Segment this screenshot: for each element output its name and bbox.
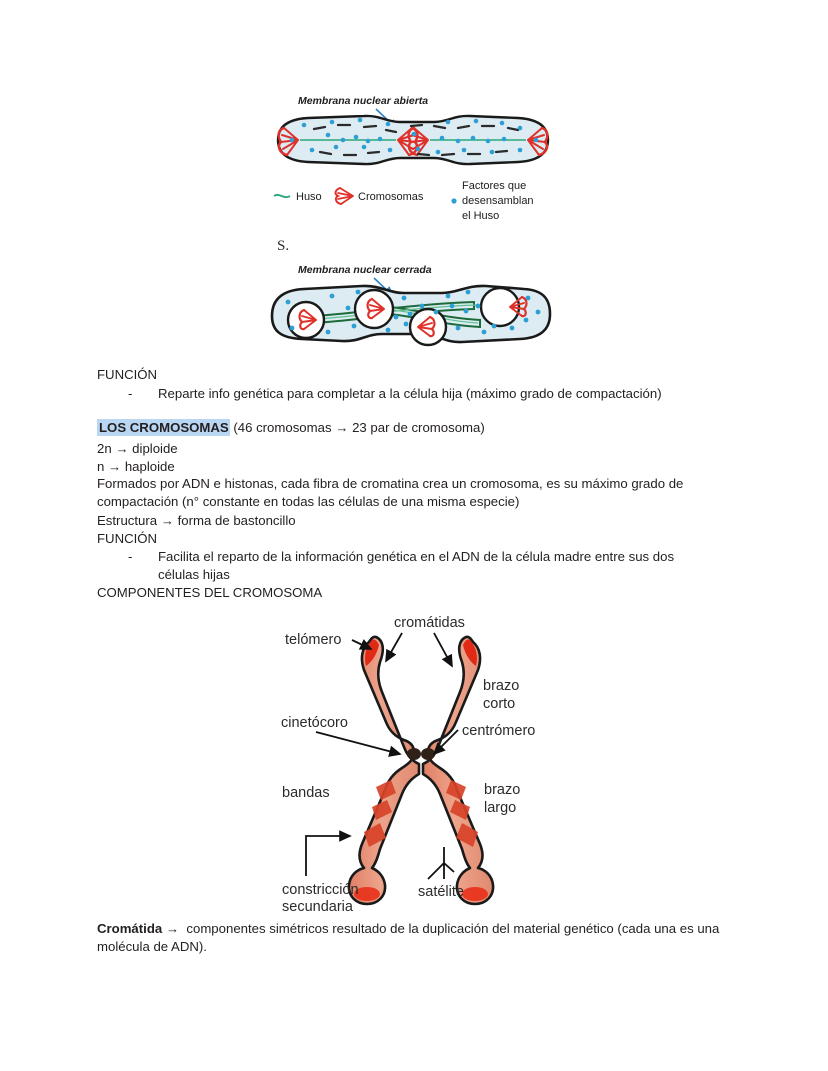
label-satelite: satélite	[418, 884, 464, 900]
nuclei	[286, 286, 521, 347]
bullet-text: Reparte info genética para completar a l…	[158, 386, 662, 401]
chromosome-body	[347, 635, 495, 906]
chromosome-icon	[334, 187, 354, 205]
legend-cromosomas-label: Cromosomas	[358, 191, 424, 203]
satellite-tips	[354, 887, 488, 901]
membrana-abierta-label: Membrana nuclear abierta	[298, 95, 428, 107]
label-brazo-corto-line2: corto	[483, 696, 515, 712]
estructura-line: Estructura → forma de bastoncillo	[97, 513, 296, 528]
bullet-text-line2: células hijas	[158, 567, 230, 583]
chromosome-clusters	[298, 295, 528, 338]
membrana-nuclear-abierta-diagram: Membrana nuclear abierta	[268, 92, 558, 237]
bullet-item-facilita: - Facilita el reparto de la información g…	[128, 548, 718, 584]
legend-factores-line3: el Huso	[462, 210, 499, 222]
label-constriccion-line2: secundaria	[282, 899, 354, 915]
cromatida-definition: Cromátida → componentes simétricos resul…	[97, 920, 739, 956]
legend-huso-label: Huso	[296, 191, 322, 203]
label-bandas: bandas	[282, 785, 330, 801]
chromosome-bands	[364, 780, 478, 847]
funcion-heading-2: FUNCIÓN	[97, 531, 158, 546]
los-cromosomas-heading: LOS CROMOSOMAS (46 cromosomas → 23 par d…	[97, 419, 485, 437]
legend-factores-line1: Factores que	[462, 180, 526, 192]
label-cinetocoro: cinetócoro	[281, 715, 348, 731]
spindle-disassembly-factors	[285, 289, 541, 335]
label-brazo-corto-line1: brazo	[483, 678, 519, 694]
cromatida-term: Cromátida	[97, 921, 163, 936]
section-marker: S.	[277, 238, 290, 254]
figure-legend: Huso Cromosomas Factores que desensambla…	[273, 180, 534, 222]
centromere-marks	[407, 748, 435, 760]
label-cromatidas: cromátidas	[394, 615, 465, 631]
cromosomas-paragraph: Formados por ADN e histonas, cada fibra …	[97, 476, 688, 510]
cromatida-text: → componentes simétricos resultado de la…	[97, 921, 724, 955]
bullet-dash: -	[128, 386, 133, 401]
funcion-heading-1: FUNCIÓN	[97, 367, 158, 382]
membrane-fragments	[312, 123, 520, 157]
los-cromosomas-detail: (46 cromosomas → 23 par de cromosoma)	[229, 420, 485, 435]
label-telomero: telómero	[285, 632, 341, 648]
label-centromero: centrómero	[462, 723, 535, 739]
diploide-line: 2n → diploide	[97, 441, 178, 456]
bullet-text-line1: Facilita el reparto de la información ge…	[158, 549, 675, 564]
componentes-heading: COMPONENTES DEL CROMOSOMA	[97, 585, 323, 600]
spindle-line-icon	[273, 193, 291, 199]
label-brazo-largo-line2: largo	[484, 800, 516, 816]
legend-factores-line2: desensamblan	[462, 195, 534, 207]
membrana-nuclear-cerrada-diagram: Membrana nuclear cerrada	[262, 262, 557, 357]
bullet-item-reparte: - Reparte info genética para completar a …	[128, 385, 728, 403]
cell-outline	[276, 114, 550, 166]
spindle-disassembly-factors	[289, 117, 539, 155]
label-constriccion-line1: constricción	[282, 882, 359, 898]
blue-dot-icon	[451, 198, 457, 204]
los-cromosomas-highlight: LOS CROMOSOMAS	[97, 419, 230, 436]
bullet-dash: -	[128, 549, 133, 564]
haploide-line: n → haploide	[97, 459, 175, 474]
membrana-cerrada-label: Membrana nuclear cerrada	[298, 264, 432, 276]
label-brazo-largo-line1: brazo	[484, 782, 520, 798]
chromosome-clusters	[277, 126, 549, 157]
componentes-del-cromosoma-diagram: cromátidas telómero brazo corto cinetóco…	[276, 604, 566, 915]
